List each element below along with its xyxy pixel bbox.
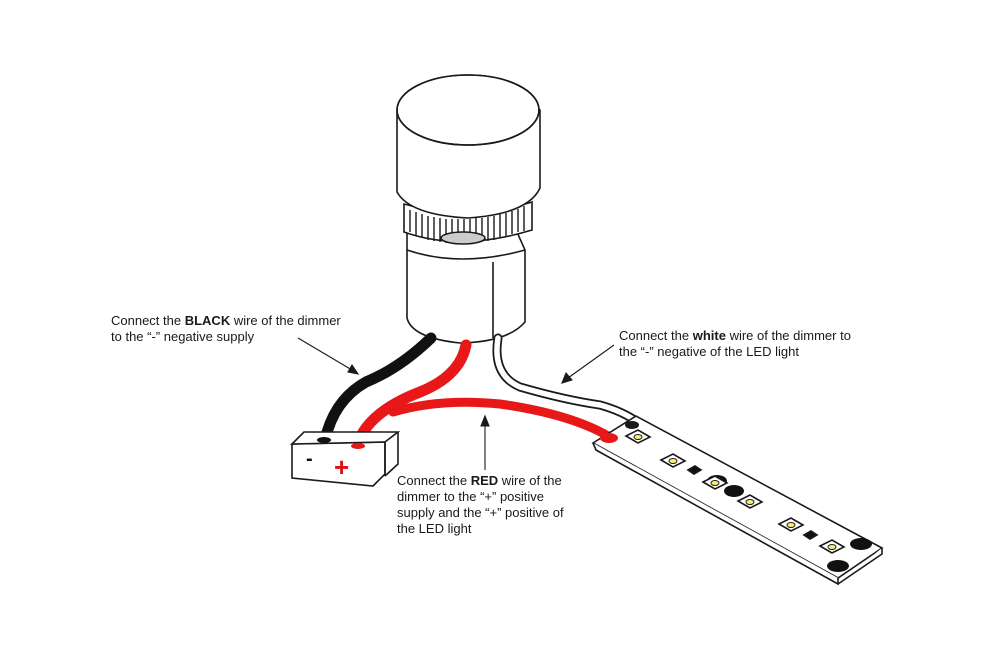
red-wire-instruction: Connect the RED wire of the dimmer to th… xyxy=(397,473,597,537)
black-label-bold: BLACK xyxy=(184,313,231,328)
led-chip xyxy=(818,539,846,554)
white-wire-instruction: Connect the white wire of the dimmer to … xyxy=(619,328,899,360)
resistor xyxy=(686,465,703,475)
led-chip xyxy=(659,453,687,468)
black-label-arrow xyxy=(297,337,353,371)
battery-minus-symbol: - xyxy=(306,448,313,470)
black-label-line2: to the “-” negative supply xyxy=(111,329,255,344)
dimmer-unit xyxy=(396,74,541,344)
red-label-mid: wire of the xyxy=(498,473,562,488)
red-label-pre: Connect the xyxy=(397,473,471,488)
white-wire xyxy=(492,333,645,429)
white-label-line2: the “-” negative of the LED light xyxy=(619,344,799,359)
red-wire xyxy=(351,339,613,451)
white-label-arrow xyxy=(567,344,615,379)
black-wire-instruction: Connect the BLACK wire of the dimmer to … xyxy=(111,313,381,345)
led-chip xyxy=(736,494,764,509)
led-chip xyxy=(777,517,805,532)
led-chip xyxy=(624,429,652,444)
white-label-pre: Connect the xyxy=(619,328,693,343)
red-label-bold: RED xyxy=(470,473,499,488)
red-label-line3: supply and the “+” positive of xyxy=(397,505,564,520)
resistor xyxy=(802,530,819,540)
black-label-mid: wire of the dimmer xyxy=(230,313,341,328)
red-label-line2: dimmer to the “+” positive xyxy=(397,489,545,504)
dimmer-housing xyxy=(406,231,526,344)
battery-positive-terminal xyxy=(351,443,365,449)
black-label-pre: Connect the xyxy=(111,313,185,328)
led-chip xyxy=(701,475,729,490)
black-wire xyxy=(319,332,437,446)
white-label-mid: wire of the dimmer to xyxy=(725,328,851,343)
battery-negative-terminal xyxy=(317,437,331,443)
annotation-arrows xyxy=(297,337,615,470)
battery-supply xyxy=(290,431,401,487)
dimmer-knob-cap xyxy=(396,74,541,219)
battery-plus-symbol: + xyxy=(334,452,350,482)
led-strip xyxy=(591,415,884,586)
white-label-bold: white xyxy=(692,328,726,343)
led-positive-pad xyxy=(600,433,618,443)
red-label-line4: the LED light xyxy=(397,521,472,536)
led-negative-pad xyxy=(625,421,639,429)
